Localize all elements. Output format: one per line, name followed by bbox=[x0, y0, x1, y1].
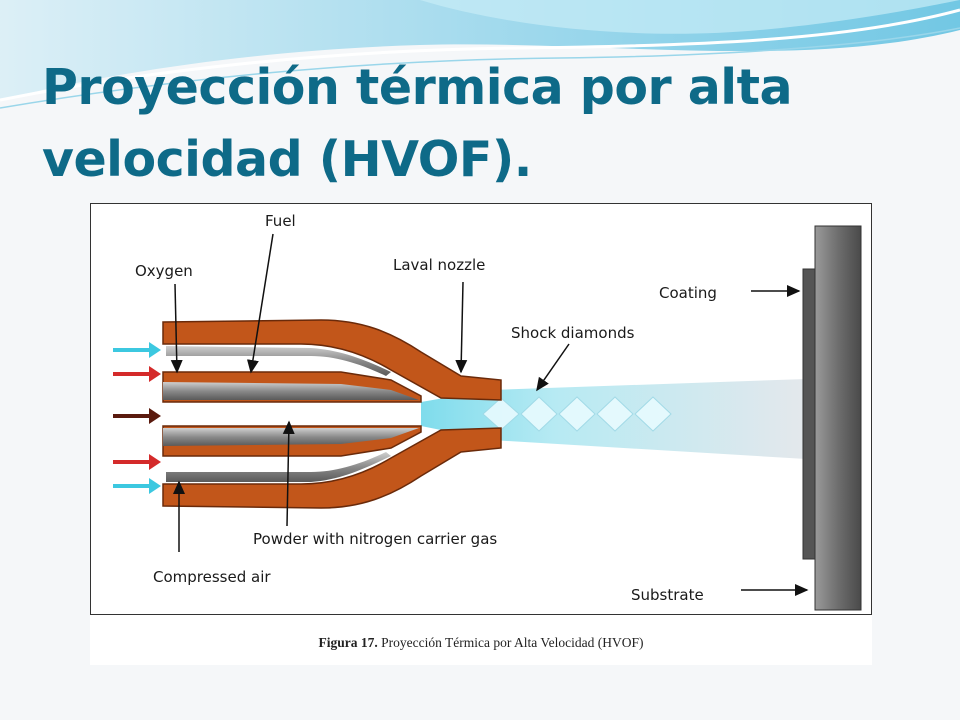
label-coating: Coating bbox=[659, 284, 717, 302]
shock-diamonds bbox=[482, 396, 672, 432]
oxygen-leader bbox=[170, 283, 183, 374]
label-substrate: Substrate bbox=[631, 586, 704, 604]
fuel-arrow-bottom bbox=[113, 454, 161, 470]
spray-gun bbox=[162, 319, 502, 509]
label-oxygen: Oxygen bbox=[135, 262, 193, 280]
fuel-arrow-top bbox=[113, 366, 161, 382]
caption-label: Figura 17. bbox=[318, 635, 378, 650]
substrate-block bbox=[814, 225, 862, 611]
label-laval-nozzle: Laval nozzle bbox=[393, 256, 485, 274]
powder-arrow bbox=[113, 408, 161, 424]
label-shock-diamonds: Shock diamonds bbox=[511, 324, 635, 342]
hvof-diagram-svg: Fuel Oxygen Laval nozzle Coating Shock d… bbox=[113, 212, 862, 611]
laval-nozzle-leader bbox=[455, 281, 468, 374]
powder-leader bbox=[282, 420, 295, 527]
oxygen-arrow-bottom bbox=[113, 478, 161, 494]
figure-caption-area: Figura 17. Proyección Térmica por Alta V… bbox=[90, 615, 872, 665]
label-fuel: Fuel bbox=[265, 212, 296, 230]
hvof-diagram: Fuel Oxygen Laval nozzle Coating Shock d… bbox=[90, 203, 872, 615]
slide-title: Proyección térmica por alta velocidad (H… bbox=[42, 59, 793, 188]
fuel-leader bbox=[246, 233, 274, 374]
oxygen-arrow-top bbox=[113, 342, 161, 358]
label-compressed-air: Compressed air bbox=[153, 568, 271, 586]
shock-diamonds-leader bbox=[536, 343, 570, 392]
figure-caption: Figura 17. Proyección Térmica por Alta V… bbox=[90, 635, 872, 651]
header-wave-decoration bbox=[0, 0, 960, 109]
caption-text: Proyección Térmica por Alta Velocidad (H… bbox=[377, 635, 644, 650]
label-powder: Powder with nitrogen carrier gas bbox=[253, 530, 497, 548]
